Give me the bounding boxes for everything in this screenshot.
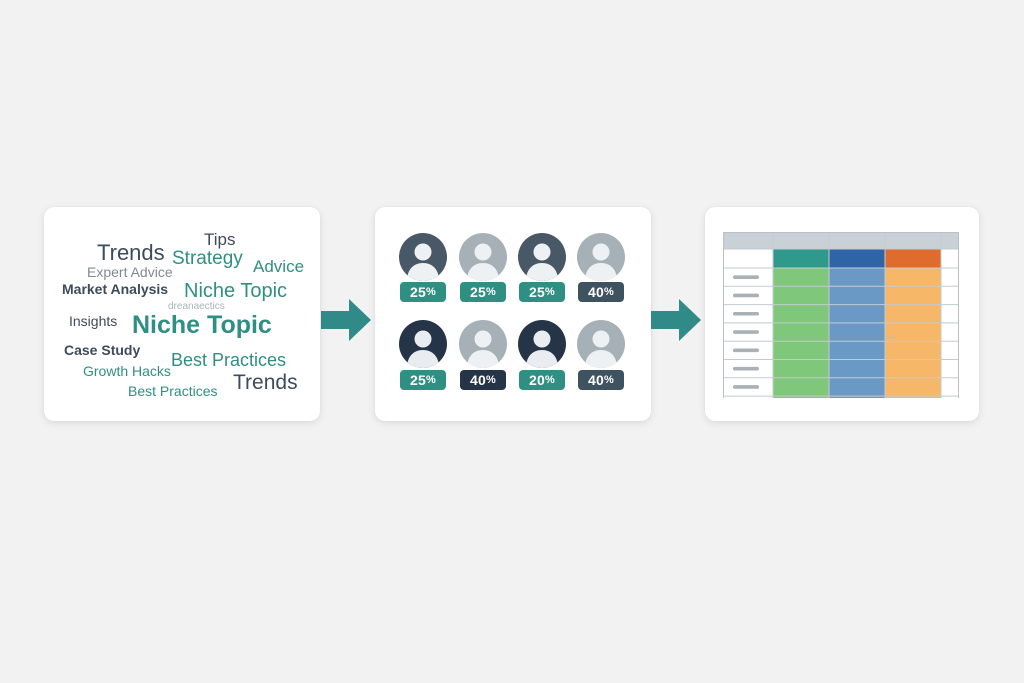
row-label-line xyxy=(733,275,759,279)
user-avatar-icon xyxy=(518,233,566,281)
percent-sign: % xyxy=(426,374,436,386)
row-label-line xyxy=(733,348,759,353)
percent-value: 25 xyxy=(410,284,426,300)
user-avatar-icon xyxy=(399,320,447,368)
word-best-practices-teal: Best Practices xyxy=(171,350,287,370)
data-column-1 xyxy=(773,268,829,398)
user-avatar-icon xyxy=(577,233,625,281)
sheet-border xyxy=(723,232,959,398)
user-avatar-icon xyxy=(577,320,625,368)
column-header-3 xyxy=(885,249,941,268)
row-label-line xyxy=(733,311,759,316)
row-label-line xyxy=(733,366,759,371)
user-avatar-icon xyxy=(399,233,447,281)
percent-value: 20 xyxy=(529,372,545,388)
percent-value: 25 xyxy=(470,284,486,300)
data-column-3 xyxy=(885,268,941,398)
percent-badge: 25% xyxy=(400,370,446,390)
column-header-2 xyxy=(829,249,885,268)
word-case-study: Case Study xyxy=(64,342,141,358)
user-avatar-icon xyxy=(518,320,566,368)
row-label-line xyxy=(733,385,759,389)
spreadsheet-card xyxy=(705,207,979,421)
percent-badge: 25% xyxy=(460,282,506,302)
word-trends: Trends xyxy=(97,240,165,265)
user-avatar-icon xyxy=(459,233,507,281)
word-faint-1: dreanaectics xyxy=(168,301,225,312)
column-header-1 xyxy=(773,249,829,268)
percent-sign: % xyxy=(545,374,555,386)
word-insights: Insights xyxy=(69,313,118,329)
percent-badge: 25% xyxy=(400,282,446,302)
word-tips: Tips xyxy=(204,230,236,249)
spreadsheet-grid xyxy=(723,232,959,398)
word-niche-topic-large: Niche Topic xyxy=(132,311,272,339)
percent-sign: % xyxy=(486,286,496,298)
user-avatar-icon xyxy=(459,320,507,368)
percent-sign: % xyxy=(486,374,496,386)
percent-badge: 20% xyxy=(519,370,565,390)
word-niche-topic-small: Niche Topic xyxy=(184,280,288,302)
word-best-practices-bottom: Best Practices xyxy=(128,383,218,399)
percent-sign: % xyxy=(426,286,436,298)
percent-badge: 40% xyxy=(578,370,624,390)
data-column-2 xyxy=(829,268,885,398)
row-label-line xyxy=(733,330,759,334)
word-trends-bottom: Trends xyxy=(233,371,298,394)
row-label-line xyxy=(733,293,759,298)
arrow-right-icon xyxy=(321,299,371,341)
percent-badge: 25% xyxy=(519,282,565,302)
word-market-analysis: Market Analysis xyxy=(62,281,169,297)
percent-badge: 40% xyxy=(460,370,506,390)
percent-sign: % xyxy=(604,374,614,386)
percent-value: 40 xyxy=(588,284,604,300)
percent-sign: % xyxy=(545,286,555,298)
sheet-top-bar xyxy=(723,232,959,249)
percent-value: 25 xyxy=(410,372,426,388)
word-cloud-card: Tips Trends Strategy Advice Expert Advic… xyxy=(44,207,320,421)
percent-value: 40 xyxy=(470,372,486,388)
word-advice: Advice xyxy=(253,257,305,276)
word-growth-hacks: Growth Hacks xyxy=(83,363,171,379)
word-strategy: Strategy xyxy=(172,248,243,269)
arrow-right-icon xyxy=(651,299,701,341)
percent-badge: 40% xyxy=(578,282,624,302)
percent-value: 25 xyxy=(529,284,545,300)
user-segments-card: 25%25%25%40%25%40%20%40% xyxy=(375,207,651,421)
percent-sign: % xyxy=(604,286,614,298)
word-expert-advice: Expert Advice xyxy=(87,264,173,280)
percent-value: 40 xyxy=(588,372,604,388)
